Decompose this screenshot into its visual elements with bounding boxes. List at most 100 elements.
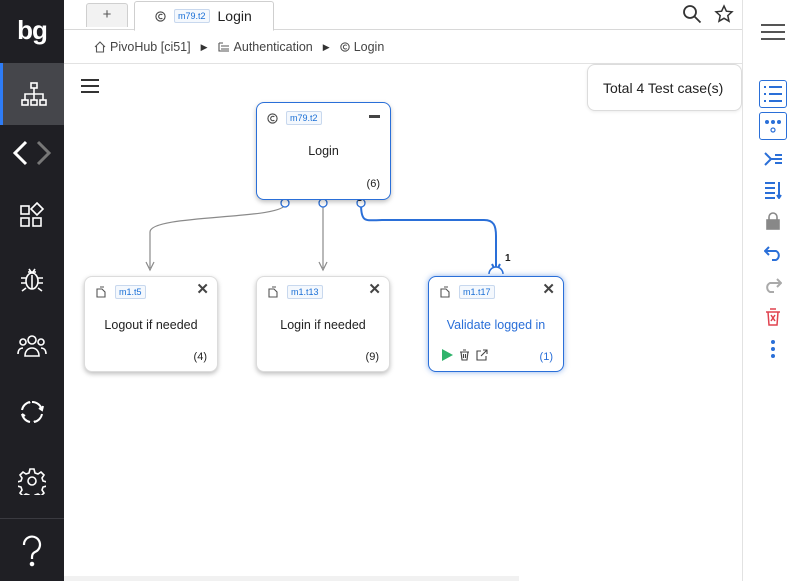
delete-icon xyxy=(766,308,780,326)
child-node-badge: 1 xyxy=(505,253,511,264)
lock-button[interactable] xyxy=(759,207,787,235)
total-testcases-summary: Total 4 Test case(s) xyxy=(587,64,742,111)
sync-icon xyxy=(21,400,44,423)
back-forward-nav xyxy=(0,122,64,184)
sort-list-icon xyxy=(765,182,782,199)
home-icon xyxy=(94,41,106,53)
team-nav-button[interactable] xyxy=(0,314,64,376)
close-icon[interactable]: ✕ xyxy=(368,281,381,298)
breadcrumb-item-project[interactable]: PivoHub [ci51] xyxy=(94,40,191,54)
lock-icon xyxy=(766,212,780,230)
child-node-logout[interactable]: m1.t5 ✕ Logout if needed (4) xyxy=(84,276,218,372)
widgets-nav-button[interactable] xyxy=(0,184,64,246)
tree-branch-icon xyxy=(764,152,782,166)
tab-tag: m79.t2 xyxy=(174,9,210,23)
undo-button[interactable] xyxy=(759,239,787,267)
testcase-icon xyxy=(340,42,350,52)
graph-connectors xyxy=(145,198,504,275)
node-count: (4) xyxy=(193,351,207,363)
more-vertical-icon xyxy=(771,340,775,358)
breadcrumb: PivoHub [ci51] ▶ Authentication ▶ Login xyxy=(64,31,742,64)
root-node[interactable]: m79.t2 Login (6) xyxy=(256,102,391,200)
node-header: m1.t17 xyxy=(439,285,495,299)
team-icon xyxy=(17,335,47,357)
node-title: Login if needed xyxy=(280,318,366,332)
connector-root-to-validate xyxy=(360,203,497,270)
redo-button[interactable] xyxy=(759,271,787,299)
close-icon[interactable]: ✕ xyxy=(542,281,555,298)
node-title: Login xyxy=(308,144,339,158)
graph-view-icon xyxy=(765,120,781,133)
trash-icon[interactable] xyxy=(459,349,470,361)
help-icon xyxy=(22,535,42,567)
connector-root-to-logout xyxy=(149,203,286,268)
arrow-head xyxy=(318,261,328,272)
node-tag: m1.t13 xyxy=(287,285,323,299)
node-count: (9) xyxy=(365,351,379,363)
sidebar-divider xyxy=(0,518,64,519)
hierarchy-nav-button[interactable] xyxy=(0,63,64,125)
caret-right-icon: ▶ xyxy=(200,41,208,52)
right-menu-button[interactable] xyxy=(759,18,787,46)
tab-title: Login xyxy=(217,8,252,24)
breadcrumb-label: Authentication xyxy=(233,40,313,54)
caret-right-icon: ▶ xyxy=(322,41,330,52)
top-actions xyxy=(682,4,734,24)
help-nav-button[interactable] xyxy=(0,520,64,581)
chevron-left-icon[interactable] xyxy=(10,138,32,168)
search-icon[interactable] xyxy=(682,4,702,24)
graph-canvas[interactable]: Total 4 Test case(s) 3 1 m79.t2 Login (6… xyxy=(64,64,742,581)
arrow-head xyxy=(145,261,155,272)
list-view-icon xyxy=(764,86,782,102)
breadcrumb-item-module[interactable]: Authentication xyxy=(217,40,313,54)
add-tab-button[interactable]: + xyxy=(86,3,128,27)
node-tag: m1.t5 xyxy=(115,285,146,299)
step-icon xyxy=(96,286,106,298)
node-count: (6) xyxy=(366,178,380,190)
sync-nav-button[interactable] xyxy=(0,381,64,443)
list-view-button[interactable] xyxy=(759,80,787,108)
tab-bar: + m79.t2 Login xyxy=(64,0,742,31)
hierarchy-icon xyxy=(20,82,47,106)
settings-nav-button[interactable] xyxy=(0,450,64,512)
node-tag: m79.t2 xyxy=(286,111,322,125)
widgets-icon xyxy=(20,202,45,227)
node-title: Validate logged in xyxy=(446,318,546,332)
close-icon[interactable]: ✕ xyxy=(196,281,209,298)
chevron-right-icon[interactable] xyxy=(32,138,54,168)
step-icon xyxy=(268,286,278,298)
app-logo[interactable]: bg xyxy=(17,14,48,45)
settings-icon xyxy=(18,468,46,495)
run-icon[interactable] xyxy=(441,349,453,361)
sort-list-button[interactable] xyxy=(759,176,787,204)
horizontal-scrollbar[interactable] xyxy=(64,576,519,581)
right-toolbar xyxy=(742,0,800,581)
bug-icon xyxy=(21,268,43,292)
more-options-button[interactable] xyxy=(759,335,787,363)
testcase-icon xyxy=(267,112,278,124)
delete-button[interactable] xyxy=(759,303,787,331)
hamburger-menu-icon xyxy=(761,24,785,40)
hamburger-menu-icon[interactable] xyxy=(80,78,100,94)
connector-port xyxy=(280,198,290,208)
step-icon xyxy=(440,286,450,298)
graph-view-button[interactable] xyxy=(759,112,787,140)
node-header: m79.t2 xyxy=(267,111,322,125)
tree-branch-button[interactable] xyxy=(759,145,787,173)
tab-login[interactable]: m79.t2 Login xyxy=(134,1,274,31)
testcase-icon xyxy=(155,10,166,22)
open-external-icon[interactable] xyxy=(476,349,488,361)
node-count: (1) xyxy=(539,351,553,363)
module-icon xyxy=(217,42,229,52)
bugs-nav-button[interactable] xyxy=(0,248,64,310)
node-header: m1.t13 xyxy=(267,285,323,299)
breadcrumb-item-testcase[interactable]: Login xyxy=(340,40,384,54)
left-sidebar: bg xyxy=(0,0,64,581)
redo-icon xyxy=(766,278,782,293)
collapse-icon[interactable] xyxy=(369,115,380,118)
child-node-validate-logged-in[interactable]: m1.t17 ✕ Validate logged in (1) xyxy=(428,276,564,372)
child-node-login-if-needed[interactable]: m1.t13 ✕ Login if needed (9) xyxy=(256,276,390,372)
star-icon[interactable] xyxy=(714,4,734,24)
node-actions xyxy=(441,349,488,361)
node-tag: m1.t17 xyxy=(459,285,495,299)
